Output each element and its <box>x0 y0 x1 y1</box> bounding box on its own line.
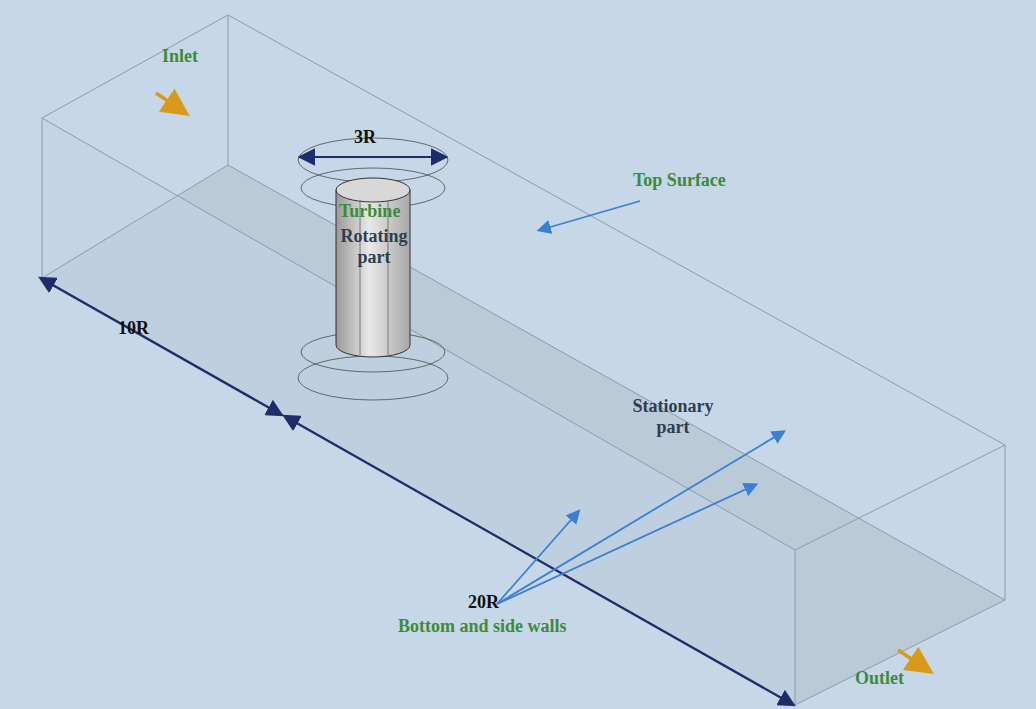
zone-label: Rotating part <box>334 226 414 267</box>
boundary-label: Inlet <box>162 46 198 67</box>
boundary-label: Top Surface <box>633 170 726 191</box>
boundary-label: Outlet <box>855 668 904 689</box>
dimension-label: 10R <box>118 318 149 339</box>
dimension-label: 20R <box>468 592 499 613</box>
dimension-label: 3R <box>354 127 376 148</box>
boundary-label: Bottom and side walls <box>398 616 567 637</box>
part-label: Turbine <box>339 201 400 222</box>
zone-label: Stationary part <box>628 396 718 437</box>
